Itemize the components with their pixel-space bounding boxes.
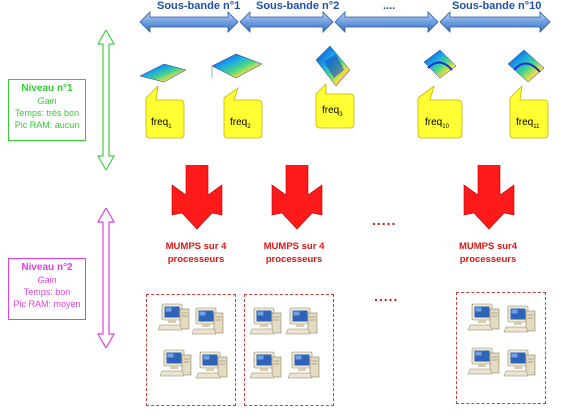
processor-cluster-2 (244, 294, 334, 406)
fork-arrow-1 (171, 165, 223, 230)
frequency-callouts (145, 83, 549, 139)
computer-icon (467, 303, 500, 331)
level1-ram: Pic RAM: aucun (14, 120, 80, 130)
fork-arrow-3 (463, 165, 515, 230)
ellipsis-level2: ..... (374, 288, 399, 304)
freq-callout-11 (509, 84, 549, 139)
surface-plot-1 (139, 63, 187, 83)
computer-icon (287, 351, 320, 379)
computers-layer (157, 303, 536, 379)
computer-icon (195, 351, 228, 379)
level2-vertical-arrow (96, 208, 116, 348)
level1-gain: Gain (37, 96, 57, 106)
freq-callout-1 (145, 84, 185, 139)
subband-label-4: Sous-bande n°10 (452, 0, 542, 12)
subband-arrow-3 (334, 11, 439, 33)
freq-label-10: freq10 (425, 117, 449, 130)
fork-arrow-2 (271, 165, 323, 230)
processor-cluster-3 (456, 292, 546, 404)
computer-icon (503, 349, 536, 377)
computer-icon (157, 303, 190, 331)
subband-arrows (139, 11, 551, 33)
computer-icon (249, 307, 282, 335)
subband-arrow-4 (439, 11, 551, 33)
level2-title: Niveau n°2 (21, 262, 73, 273)
level1-box: Niveau n°1 Gain Temps: très bon Pic RAM:… (8, 79, 86, 141)
computer-icon (159, 349, 192, 377)
surface-plot-3 (315, 45, 351, 87)
mumps-label-2: MUMPS sur 4 processeurs (263, 241, 325, 265)
surface-plot-2 (211, 53, 263, 79)
ellipsis-level1: ..... (372, 212, 397, 228)
level2-time: Temps: bon (23, 287, 71, 297)
mumps-label-3: MUMPS sur4 processeurs (458, 241, 518, 265)
subband-arrow-2 (239, 11, 334, 33)
freq-label-1: freq1 (151, 117, 172, 130)
level1-vertical-arrow (96, 30, 116, 170)
computer-icon (285, 307, 318, 335)
freq-label-3: freq3 (322, 105, 343, 118)
level1-time: Temps: très bon (14, 108, 80, 118)
subband-label-2: Sous-bande n°2 (256, 0, 340, 12)
computer-icon (249, 351, 282, 379)
surface-plot-4 (423, 49, 457, 79)
level2-ram: Pic RAM: moyen (13, 299, 81, 309)
level2-gain: Gain (37, 275, 57, 285)
subband-arrow-1 (139, 11, 239, 33)
computer-icon (191, 307, 224, 335)
level1-title: Niveau n°1 (21, 83, 73, 94)
subband-label-3: .... (383, 0, 396, 12)
computer-icon (503, 305, 536, 333)
surface-plots (139, 45, 545, 87)
fork-arrows (171, 165, 515, 230)
freq-callout-2 (223, 86, 263, 139)
computer-icon (467, 347, 500, 375)
subband-label-1: Sous-bande n°1 (157, 0, 241, 12)
level2-box: Niveau n°2 Gain Temps: bon Pic RAM: moye… (8, 258, 86, 320)
freq-label-11: freq11 (516, 117, 540, 130)
freq-label-2: freq2 (230, 117, 251, 130)
surface-plot-5 (507, 49, 545, 83)
processor-cluster-1 (146, 294, 236, 406)
freq-callout-3 (315, 83, 355, 129)
freq-callout-10 (417, 84, 463, 139)
mumps-label-1: MUMPS sur 4 processeurs (165, 241, 227, 265)
